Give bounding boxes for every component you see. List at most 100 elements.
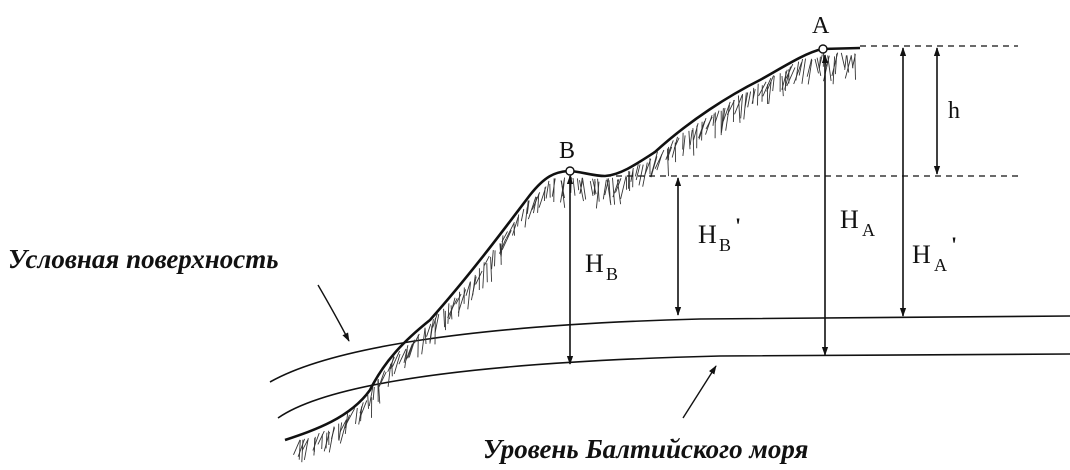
hatch-stroke — [608, 180, 611, 203]
baltic-level-pointer — [682, 365, 717, 419]
hbp-main: H — [698, 220, 717, 249]
point-a-label: A — [812, 13, 830, 39]
hatch-stroke — [537, 193, 540, 213]
hbp-label: H B ' — [698, 213, 741, 255]
hatch-stroke — [650, 151, 658, 177]
hatch-stroke — [762, 77, 772, 97]
hatch-stroke — [407, 339, 415, 359]
hatch-stroke — [785, 63, 794, 79]
hatch-stroke — [602, 179, 607, 200]
hatch-stroke — [387, 357, 395, 372]
hatch-stroke — [377, 378, 381, 404]
hatch-stroke — [831, 52, 839, 77]
hatch-stroke — [726, 99, 735, 116]
hatch-stroke — [526, 200, 530, 214]
hatch-stroke — [840, 52, 846, 68]
hatch-stroke — [321, 434, 323, 450]
hatch-stroke — [392, 350, 401, 367]
hatch-stroke — [403, 345, 409, 363]
hatch-stroke — [579, 180, 584, 202]
hatch-stroke — [654, 149, 665, 169]
hatch-stroke — [491, 250, 494, 270]
hatch-stroke — [816, 57, 822, 76]
hatch-stroke — [367, 394, 369, 409]
hatch-stroke — [486, 263, 488, 283]
hatch-stroke — [844, 55, 852, 79]
hatch-stroke — [328, 426, 335, 453]
hatch-stroke — [494, 250, 496, 267]
hatch-stroke — [844, 55, 847, 70]
hatch-stroke — [688, 130, 691, 150]
hatch-stroke — [795, 61, 800, 81]
hatch-stroke — [408, 340, 416, 358]
hatch-stroke — [698, 120, 706, 139]
conditional-surface-line — [269, 315, 1070, 383]
hatch-stroke — [298, 439, 301, 460]
hatch-stroke — [443, 308, 446, 328]
hap-main: H — [912, 240, 931, 269]
hatch-stroke — [339, 419, 348, 444]
hatch-stroke — [393, 353, 401, 375]
hatch-stroke — [531, 192, 541, 210]
hatch-stroke — [734, 94, 743, 115]
hatch-stroke — [604, 178, 610, 196]
hatch-stroke — [359, 402, 364, 414]
conditional-surface-label: Условная поверхность — [8, 244, 279, 274]
hatch-stroke — [527, 196, 537, 220]
hatch-stroke — [482, 262, 485, 289]
hatch-stroke — [806, 58, 813, 77]
hatch-stroke — [499, 243, 502, 256]
hatch-stroke — [545, 180, 550, 199]
conditional-surface-pointer — [317, 284, 350, 342]
hatch-stroke — [511, 216, 519, 236]
terrain-profile — [284, 46, 861, 442]
hatch-stroke — [368, 387, 374, 407]
hatch-stroke — [312, 432, 320, 451]
hbp-prime: ' — [735, 213, 741, 238]
hatch-stroke — [526, 200, 529, 214]
hatch-stroke — [303, 438, 309, 460]
hap-prime: ' — [951, 232, 957, 257]
hatch-stroke — [297, 438, 306, 457]
hatch-stroke — [721, 108, 724, 130]
hatch-stroke — [421, 327, 426, 355]
hatch-stroke — [467, 282, 471, 310]
hatch-stroke — [359, 400, 368, 419]
hatch-stroke — [404, 349, 408, 369]
hatch-stroke — [635, 164, 641, 181]
ha-subscript: A — [862, 220, 875, 240]
hatch-stroke — [520, 208, 525, 222]
hatch-stroke — [582, 177, 587, 200]
hatch-stroke — [801, 58, 806, 84]
hatch-stroke — [589, 181, 594, 196]
hatch-stroke — [447, 303, 450, 324]
hatch-stroke — [579, 180, 584, 194]
hatch-stroke — [772, 75, 775, 92]
hatch-stroke — [705, 115, 713, 135]
hatch-stroke — [455, 293, 462, 305]
hatch-stroke — [447, 298, 458, 318]
hatch-stroke — [768, 81, 772, 105]
hbp-subscript: B — [719, 235, 731, 255]
hatch-stroke — [500, 235, 504, 258]
hatch-stroke — [387, 363, 392, 387]
hatch-stroke — [325, 432, 328, 449]
terrain-hatching — [293, 52, 856, 463]
baltic-sea-level-line — [277, 353, 1070, 419]
hap-label: H A ' — [912, 232, 957, 275]
hatch-stroke — [501, 230, 512, 250]
hatch-stroke — [793, 62, 803, 85]
hatch-stroke — [576, 178, 580, 191]
hatch-stroke — [665, 140, 674, 160]
hatch-stroke — [501, 231, 508, 243]
hatch-stroke — [434, 314, 440, 333]
point-a-marker — [818, 44, 828, 54]
hatch-stroke — [692, 128, 695, 156]
hatch-stroke — [786, 67, 796, 87]
baltic-level-label: Уровень Балтийского моря — [483, 434, 809, 464]
hatch-stroke — [465, 281, 471, 296]
hatch-stroke — [781, 69, 788, 90]
hatch-stroke — [756, 83, 759, 106]
hatch-stroke — [638, 164, 644, 186]
